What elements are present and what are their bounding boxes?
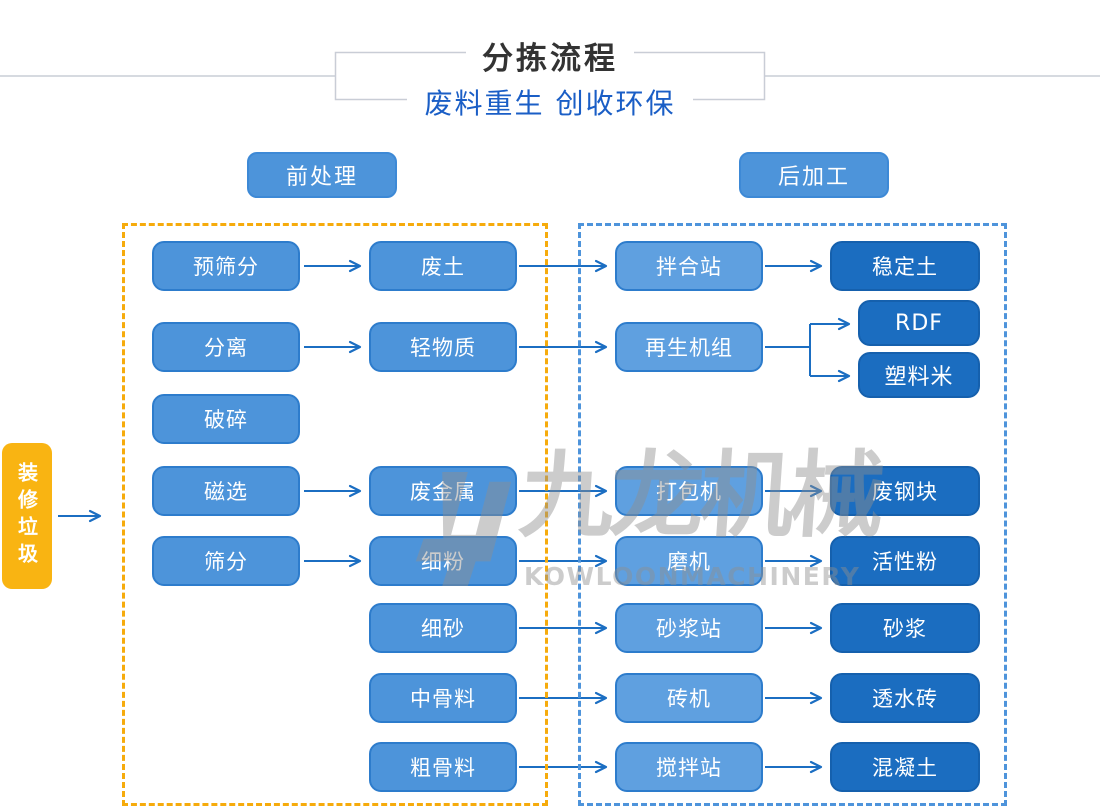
node-mill: 磨机 <box>615 536 763 586</box>
node-fine-powder: 细粉 <box>369 536 517 586</box>
node-mortar: 砂浆 <box>830 603 980 653</box>
page-title: 分拣流程 <box>466 33 634 78</box>
node-light-material: 轻物质 <box>369 322 517 372</box>
node-plastic-pellets: 塑料米 <box>858 352 980 398</box>
node-pre-screening: 预筛分 <box>152 241 300 291</box>
node-stabilized-soil: 稳定土 <box>830 241 980 291</box>
page-subtitle: 废料重生 创收环保 <box>406 82 694 122</box>
node-medium-aggregate: 中骨料 <box>369 673 517 723</box>
node-scrap-steel-block: 废钢块 <box>830 466 980 516</box>
node-concrete: 混凝土 <box>830 742 980 792</box>
pre-processing-group-border <box>122 223 548 806</box>
node-brick-machine: 砖机 <box>615 673 763 723</box>
node-rdf: RDF <box>858 300 980 346</box>
node-screening: 筛分 <box>152 536 300 586</box>
node-coarse-aggregate: 粗骨料 <box>369 742 517 792</box>
stage-pre-processing: 前处理 <box>247 152 397 198</box>
node-separation: 分离 <box>152 322 300 372</box>
node-baler: 打包机 <box>615 466 763 516</box>
node-permeable-brick: 透水砖 <box>830 673 980 723</box>
node-mixing-plant: 拌合站 <box>615 241 763 291</box>
node-crushing: 破碎 <box>152 394 300 444</box>
source-renovation-waste: 装修垃圾 <box>2 443 52 589</box>
node-mortar-station: 砂浆站 <box>615 603 763 653</box>
node-regeneration-unit: 再生机组 <box>615 322 763 372</box>
node-waste-soil: 废土 <box>369 241 517 291</box>
title-row: 分拣流程 <box>0 33 1100 78</box>
node-fine-sand: 细砂 <box>369 603 517 653</box>
node-active-powder: 活性粉 <box>830 536 980 586</box>
node-concrete-mixing-station: 搅拌站 <box>615 742 763 792</box>
node-scrap-metal: 废金属 <box>369 466 517 516</box>
stage-post-processing: 后加工 <box>739 152 889 198</box>
post-processing-group-border <box>578 223 1007 806</box>
node-magnetic-separation: 磁选 <box>152 466 300 516</box>
subtitle-row: 废料重生 创收环保 <box>0 82 1100 122</box>
